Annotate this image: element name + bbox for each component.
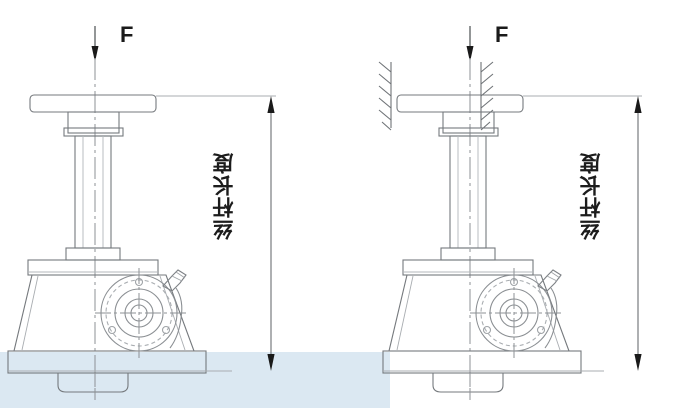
screw-collar-flange: [438, 127, 499, 137]
gearbox-rib-left: [396, 275, 414, 351]
force-arrow-head: [91, 46, 99, 62]
bottom-bellows-cover: [57, 373, 129, 393]
lifting-screw-rod: [74, 135, 112, 249]
worm-input-shaft: [162, 269, 187, 292]
force-label: F: [120, 22, 134, 47]
screw-lower-collar: [65, 247, 121, 261]
dimension-arrow-up: [267, 96, 275, 113]
screw-collar-flange: [63, 127, 124, 137]
bottom-bellows-cover: [432, 373, 504, 393]
worm-bolt-hole-left: [107, 325, 117, 335]
worm-bolt-hole-right: [536, 325, 546, 335]
screw-length-dimension: [634, 96, 642, 371]
dimension-arrow-down: [267, 354, 275, 371]
worm-housing-outline: [169, 287, 183, 349]
worm-gear-flange: [470, 268, 562, 358]
gearbox-foot-plate: [7, 350, 207, 374]
worm-shaft-edge-b: [175, 271, 186, 279]
load-top-plate: [396, 94, 524, 113]
worm-shaft-edge-a: [546, 275, 558, 282]
gearbox-foot-plate: [382, 350, 582, 374]
screw-lower-collar: [440, 247, 496, 261]
hatch-strokes-left: [378, 61, 392, 131]
worm-bolt-hole-left: [482, 325, 492, 335]
screw-length-label: 丝杆长度: [212, 152, 236, 240]
force-arrow-head: [466, 46, 474, 62]
screw-top-collar: [67, 111, 120, 134]
screw-length-dimension: [267, 96, 275, 371]
screw-length-label: 丝杆长度: [579, 152, 603, 240]
worm-gear-flange: [95, 268, 187, 358]
screw-top-collar: [442, 111, 495, 134]
dimension-arrow-up: [634, 96, 642, 113]
worm-input-shaft: [537, 269, 562, 292]
left-diagram-svg: [7, 26, 276, 400]
worm-bolt-hole-right: [161, 325, 171, 335]
load-top-plate: [29, 94, 157, 113]
gearbox-rib-left: [21, 275, 39, 351]
hatch-strokes-right: [480, 61, 494, 131]
worm-shaft-edge-b: [550, 271, 561, 279]
force-label: F: [495, 22, 509, 47]
lifting-screw-rod: [449, 135, 487, 249]
worm-shaft-edge-a: [171, 275, 183, 282]
worm-housing-outline: [544, 287, 558, 349]
diagram-guided-top-screw-jack: F 丝杆长度: [342, 0, 684, 408]
dimension-arrow-down: [634, 354, 642, 371]
diagram-free-top-screw-jack: F 丝杆长度: [7, 22, 276, 400]
right-diagram-svg: [378, 26, 642, 400]
